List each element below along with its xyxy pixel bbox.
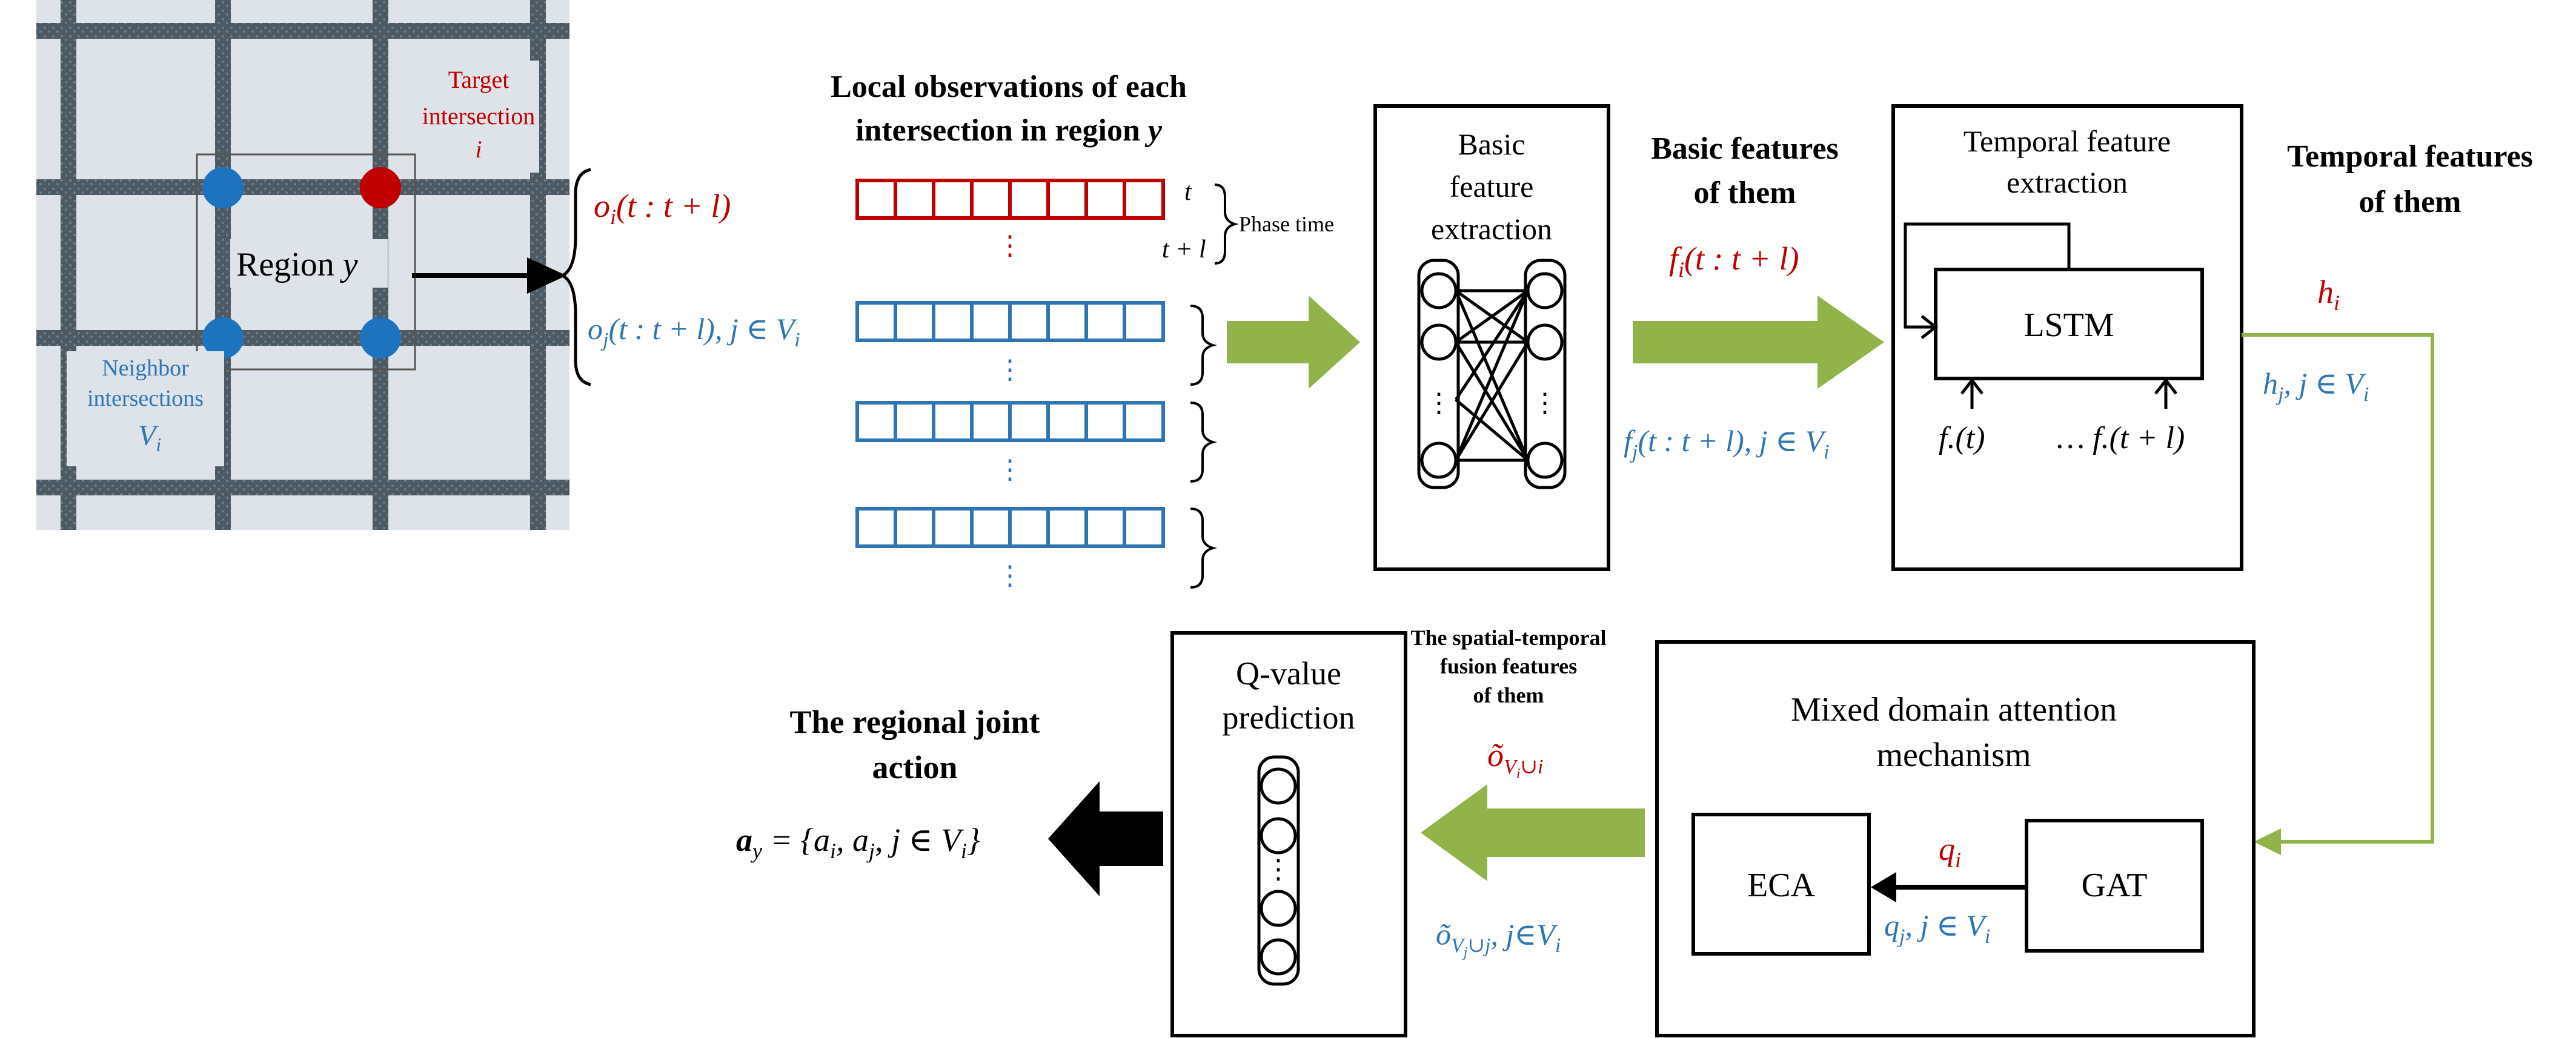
observations: Local observations of each intersection … bbox=[558, 70, 1334, 590]
neighbor-h: hj, j ∈ Vi bbox=[2263, 366, 2369, 406]
target-obs-bar bbox=[855, 179, 1165, 220]
lstm-input-1: f.(t) bbox=[1939, 421, 1985, 455]
qvalue-box: Q-value prediction ⋮ bbox=[1170, 631, 1407, 1037]
action-arrow bbox=[1048, 781, 1163, 896]
target-label-2: intersection bbox=[422, 102, 536, 130]
neighbor-brace bbox=[1190, 305, 1218, 386]
neighbor-obs: oj(t : t + l), j ∈ Vi bbox=[588, 312, 800, 351]
q-neighbor: qj, j ∈ Vi bbox=[1884, 908, 1990, 948]
target-node bbox=[360, 167, 401, 208]
attention-box: Mixed domain attention mechanism ECA GAT… bbox=[1655, 640, 2256, 1037]
target-feat: fi(t : t + l) bbox=[1669, 240, 1799, 282]
neighbor-obs-dots: ⋮ bbox=[997, 455, 1023, 484]
q-network-dots: ⋮ bbox=[1265, 855, 1292, 884]
eca-box bbox=[1691, 813, 1871, 956]
flow-arrow-2 bbox=[1633, 296, 1884, 389]
qvalue-label-1: Q-value bbox=[1236, 655, 1341, 692]
obs-title-1: Local observations of each bbox=[831, 70, 1187, 104]
road-map: Target intersection i Region y Neighbor … bbox=[36, 0, 569, 530]
neighbor-label-1: Neighbor bbox=[102, 355, 189, 381]
temporal-extraction-box: Temporal feature extraction LSTM f.(t) …… bbox=[1891, 104, 2243, 571]
q-network-icon bbox=[1257, 755, 1300, 986]
phase-time-label: Phase time bbox=[1239, 212, 1334, 236]
neighbor-label-var: Vi bbox=[138, 420, 161, 455]
eca-label: ECA bbox=[1747, 867, 1816, 904]
time-start: t bbox=[1184, 178, 1192, 206]
temporal-features-title-2: of them bbox=[2359, 185, 2461, 219]
fusion-neighbor: õVj∪j, j∈Vi bbox=[1436, 917, 1561, 960]
neighbor-brace bbox=[1190, 507, 1218, 589]
neighbor-brace bbox=[1190, 402, 1218, 483]
neighbor-obs-bar bbox=[855, 507, 1165, 548]
neighbor-obs-bar bbox=[855, 401, 1165, 442]
fusion-target: õVi∪i bbox=[1487, 737, 1543, 782]
basic-label-3: extraction bbox=[1431, 212, 1552, 246]
target-obs: oi(t : t + l) bbox=[594, 188, 731, 229]
time-end: t + l bbox=[1162, 236, 1206, 263]
nn-dots-right: ⋮ bbox=[1532, 388, 1558, 418]
temporal-label-1: Temporal feature bbox=[1964, 124, 2171, 158]
neighbor-node bbox=[360, 317, 401, 359]
region-label: Region y bbox=[236, 246, 358, 283]
lstm-loop bbox=[1904, 222, 2071, 329]
target-label-3: i bbox=[475, 136, 482, 163]
temporal-features-title-1: Temporal features bbox=[2287, 139, 2533, 174]
fusion-title-1: The spatial-temporal bbox=[1411, 626, 1607, 650]
basic-label-1: Basic bbox=[1458, 127, 1525, 161]
action-title-2: action bbox=[872, 749, 958, 785]
target-obs-dots: ⋮ bbox=[997, 231, 1023, 260]
fusion-title-3: of them bbox=[1473, 683, 1544, 707]
lstm-input-2: … f.(t + l) bbox=[2057, 421, 2185, 455]
neighbor-node bbox=[202, 167, 244, 208]
neighbor-obs-dots: ⋮ bbox=[997, 561, 1023, 590]
temporal-label-2: extraction bbox=[2007, 165, 2128, 199]
target-h: hi bbox=[2317, 274, 2340, 315]
flow-connector-head bbox=[2254, 828, 2281, 855]
flow-arrow-3 bbox=[1421, 784, 1645, 881]
obs-title-2: intersection in region y bbox=[855, 113, 1163, 148]
nn-dots-left: ⋮ bbox=[1426, 388, 1452, 418]
neural-net-icon bbox=[1417, 259, 1567, 489]
basic-extraction-box: Basic feature extraction ⋮ ⋮ bbox=[1373, 104, 1610, 571]
flow-connector bbox=[2242, 333, 2434, 844]
neighbor-node bbox=[202, 317, 244, 359]
time-brace bbox=[1214, 183, 1239, 265]
gat-label: GAT bbox=[2082, 867, 2148, 904]
basic-features-title-1: Basic features bbox=[1651, 131, 1839, 166]
q-target: qi bbox=[1939, 831, 1961, 872]
basic-label-2: feature bbox=[1450, 170, 1534, 203]
target-label-1: Target bbox=[448, 66, 510, 93]
attention-label-1: Mixed domain attention bbox=[1791, 691, 2117, 729]
qvalue-label-2: prediction bbox=[1223, 699, 1355, 736]
action-formula: ay = {ai, aj, j ∈ Vi} bbox=[736, 822, 980, 863]
obs-brace bbox=[558, 168, 591, 386]
basic-features-title-2: of them bbox=[1694, 176, 1796, 210]
action-title-1: The regional joint bbox=[789, 704, 1040, 740]
fusion-title-2: fusion features bbox=[1440, 654, 1577, 678]
region-box bbox=[196, 153, 416, 371]
neighbor-obs-bar bbox=[855, 301, 1165, 342]
map-arrow-head bbox=[527, 257, 566, 294]
lstm-label: LSTM bbox=[2023, 306, 2114, 344]
flow-arrow-1 bbox=[1227, 296, 1360, 389]
neighbor-feat: fj(t : t + l), j ∈ Vi bbox=[1624, 424, 1830, 463]
attention-label-2: mechanism bbox=[1876, 736, 2031, 774]
neighbor-obs-dots: ⋮ bbox=[997, 355, 1023, 385]
neighbor-label-2: intersections bbox=[87, 386, 204, 411]
